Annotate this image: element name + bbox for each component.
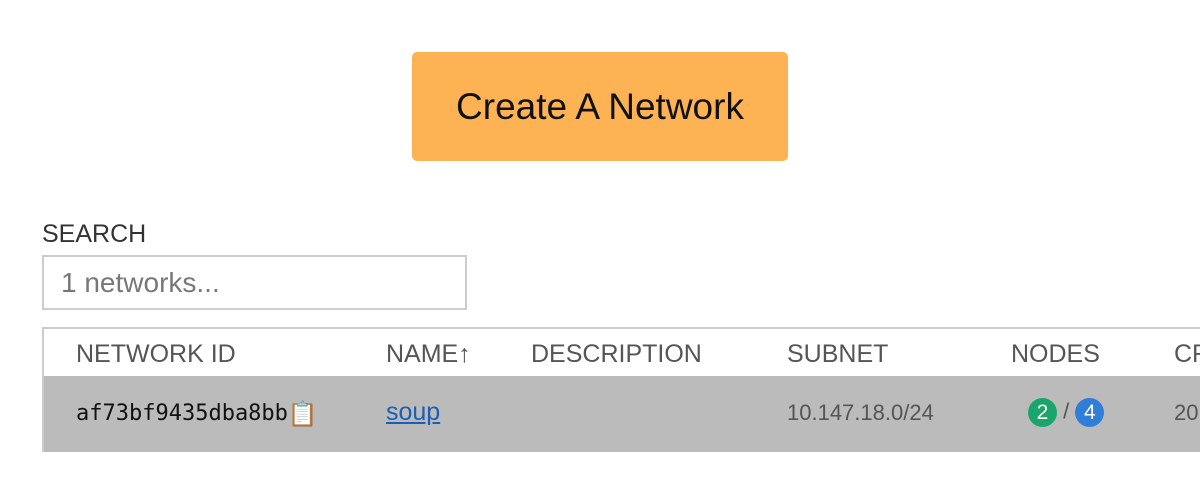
column-created[interactable]: CR (1174, 340, 1200, 368)
table-row[interactable]: af73bf9435dba8bb📋 soup 10.147.18.0/24 2 … (44, 376, 1200, 452)
online-nodes-badge: 2 (1028, 398, 1057, 427)
column-network-id[interactable]: NETWORK ID (76, 340, 236, 368)
column-description[interactable]: DESCRIPTION (531, 340, 702, 368)
create-network-button[interactable]: Create A Network (412, 52, 788, 161)
column-subnet[interactable]: SUBNET (787, 340, 889, 368)
clipboard-icon[interactable]: 📋 (287, 400, 318, 428)
networks-table: NETWORK ID NAME↑ DESCRIPTION SUBNET NODE… (42, 327, 1200, 452)
column-name[interactable]: NAME↑ (386, 340, 471, 368)
network-id-cell: af73bf9435dba8bb📋 (76, 400, 318, 428)
subnet-cell: 10.147.18.0/24 (787, 400, 934, 425)
nodes-separator: / (1063, 398, 1070, 424)
network-name-link[interactable]: soup (386, 398, 441, 426)
nodes-cell: 2 / 4 (1028, 398, 1105, 427)
search-input[interactable] (42, 255, 467, 310)
total-nodes-badge: 4 (1075, 398, 1105, 427)
created-cell: 20 (1174, 400, 1199, 425)
network-id: af73bf9435dba8bb (76, 401, 288, 426)
search-label: SEARCH (42, 220, 147, 248)
table-header: NETWORK ID NAME↑ DESCRIPTION SUBNET NODE… (44, 329, 1200, 376)
column-nodes[interactable]: NODES (1011, 340, 1100, 368)
